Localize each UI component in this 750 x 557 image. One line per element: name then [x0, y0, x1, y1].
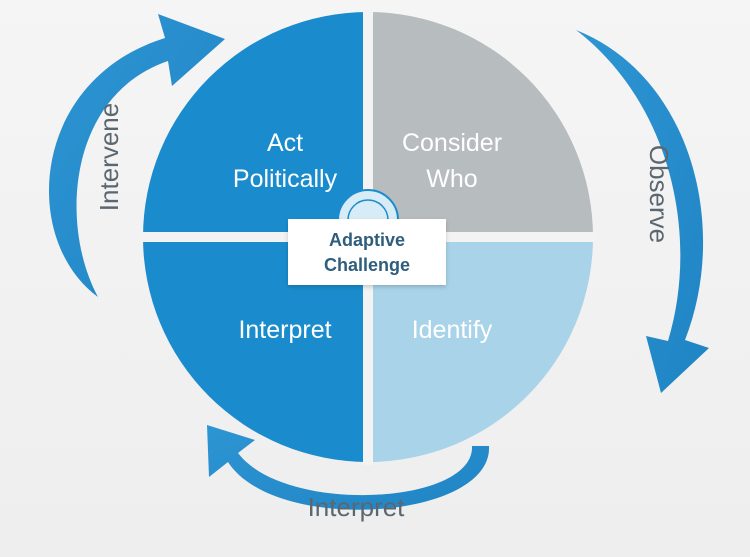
quadrant-identify-label: Identify: [412, 316, 493, 344]
dome-inner-decoration: [347, 199, 389, 221]
center-label-line1: Adaptive: [329, 230, 405, 250]
interpret-arrow: [207, 425, 490, 510]
quadrant-consider-who-line2: Who: [426, 165, 477, 193]
intervene-arrow: [48, 14, 226, 297]
quadrant-act-politically: [143, 12, 368, 237]
quadrant-consider-who: [368, 12, 593, 237]
quadrant-identify: [368, 237, 593, 462]
quadrant-consider-who-line1: Consider: [402, 129, 502, 157]
quadrant-interpret: [143, 237, 368, 462]
quadrant-act-politically-line2: Politically: [233, 165, 338, 193]
dome-decoration: [337, 189, 399, 221]
observe-arrow: [576, 30, 709, 393]
interpret-cycle-label: Interpret: [308, 492, 406, 522]
center-box: [288, 219, 446, 285]
center-label-line2: Challenge: [324, 255, 410, 275]
observe-label: Observe: [644, 145, 674, 243]
intervene-label: Intervene: [94, 103, 124, 211]
quadrant-act-politically-line1: Act: [267, 129, 303, 157]
quadrant-interpret-label: Interpret: [238, 316, 331, 344]
